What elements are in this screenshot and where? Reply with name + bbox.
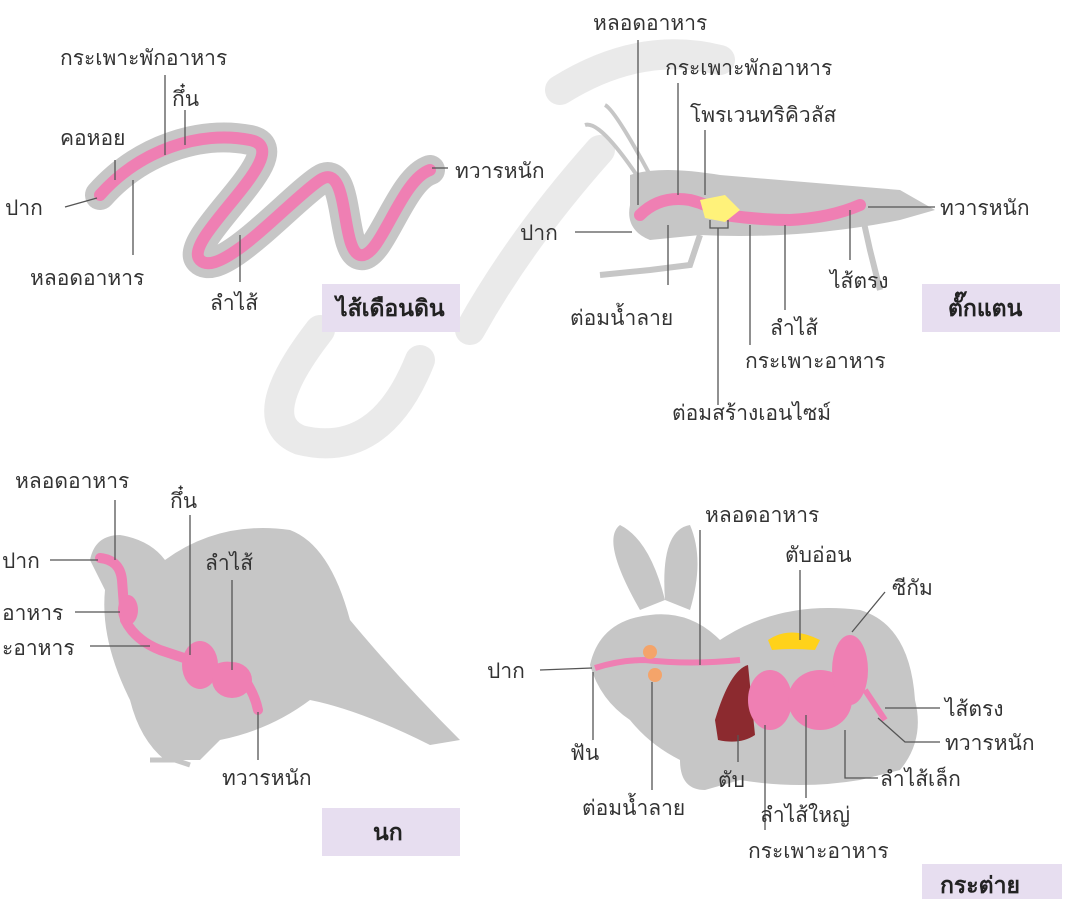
- rabbit-ears: [613, 525, 697, 610]
- grasshopper-intestine-label: ลำไส้: [770, 316, 818, 340]
- rabbit-rectum-label: ไส้ตรง: [943, 697, 1004, 721]
- grasshopper-crop-label: กระเพาะพักอาหาร: [665, 56, 832, 80]
- bird-title: นก: [373, 820, 403, 846]
- grasshopper-enzyme-leader: [710, 220, 728, 405]
- rabbit-stomach: [748, 670, 792, 730]
- grasshopper-rectum-label: ไส้ตรง: [828, 269, 889, 293]
- earthworm-anus-label: ทวารหนัก: [455, 159, 545, 183]
- bird-intestine-label: ลำไส้: [205, 551, 253, 575]
- rabbit-salivary-label: ต่อมน้ำลาย: [582, 793, 685, 820]
- rabbit-large-intestine-label: ลำไส้ใหญ่: [760, 803, 850, 827]
- bird-stomach-partial-label: ะอาหาร: [2, 636, 75, 660]
- grasshopper-anus-label: ทวารหนัก: [940, 196, 1030, 220]
- earthworm-title: ไส้เดือนดิน: [333, 294, 445, 322]
- rabbit-teeth-label: ฟัน: [570, 741, 599, 765]
- rabbit-mouth-leader: [540, 668, 592, 670]
- earthworm-pharynx-label: คอหอย: [60, 126, 125, 150]
- bird-crop: [118, 595, 138, 625]
- grasshopper-title: ตั๊กแตน: [948, 291, 1023, 322]
- rabbit-salivary-gland-1: [643, 645, 657, 659]
- grasshopper-salivary-label: ต่อมน้ำลาย: [570, 303, 673, 330]
- earthworm-panel: กระเพาะพักอาหาร กึ๋น คอหอย ปาก หลอดอาหาร…: [5, 46, 545, 332]
- bird-gizzard-label: กึ๋น: [170, 485, 197, 513]
- earthworm-esophagus-label: หลอดอาหาร: [30, 266, 144, 290]
- grasshopper-stomach-label: กระเพาะอาหาร: [745, 349, 886, 373]
- earthworm-intestine-label: ลำไส้: [210, 291, 258, 315]
- bird-mouth-label: ปาก: [2, 549, 40, 573]
- grasshopper-proventriculus-label: โพรเวนทริคิวลัส: [690, 103, 837, 127]
- rabbit-stomach-label: กระเพาะอาหาร: [748, 839, 889, 863]
- grasshopper-mouth-label: ปาก: [520, 221, 558, 245]
- bird-panel: หลอดอาหาร กึ๋น ลำไส้ ปาก อาหาร ะอาหาร ทว…: [2, 469, 460, 856]
- rabbit-panel: หลอดอาหาร ตับอ่อน ซีกัม ปาก ไส้ตรง ทวารห…: [487, 503, 1062, 899]
- rabbit-mouth-label: ปาก: [487, 659, 525, 683]
- bird-anus-label: ทวารหนัก: [222, 766, 312, 790]
- grasshopper-enzyme-label: ต่อมสร้างเอนไซม์: [672, 401, 831, 425]
- rabbit-esophagus-label: หลอดอาหาร: [705, 503, 819, 527]
- rabbit-liver-label: ตับ: [718, 768, 745, 792]
- rabbit-salivary-gland-2: [648, 668, 662, 682]
- bird-crop-partial-label: อาหาร: [2, 601, 63, 625]
- bird-esophagus-label: หลอดอาหาร: [15, 469, 129, 493]
- rabbit-anus-label: ทวารหนัก: [945, 731, 1035, 755]
- earthworm-gizzard-label: กึ๋น: [172, 83, 199, 111]
- rabbit-pancreas-label: ตับอ่อน: [785, 543, 852, 567]
- rabbit-cecum-label: ซีกัม: [892, 576, 933, 600]
- rabbit-small-intestine-label: ลำไส้เล็ก: [880, 765, 961, 791]
- rabbit-cecum: [832, 635, 868, 705]
- earthworm-mouth-label: ปาก: [5, 196, 43, 220]
- grasshopper-esophagus-label: หลอดอาหาร: [593, 11, 707, 35]
- earthworm-crop-label: กระเพาะพักอาหาร: [60, 46, 227, 70]
- rabbit-title: กระต่าย: [940, 873, 1020, 899]
